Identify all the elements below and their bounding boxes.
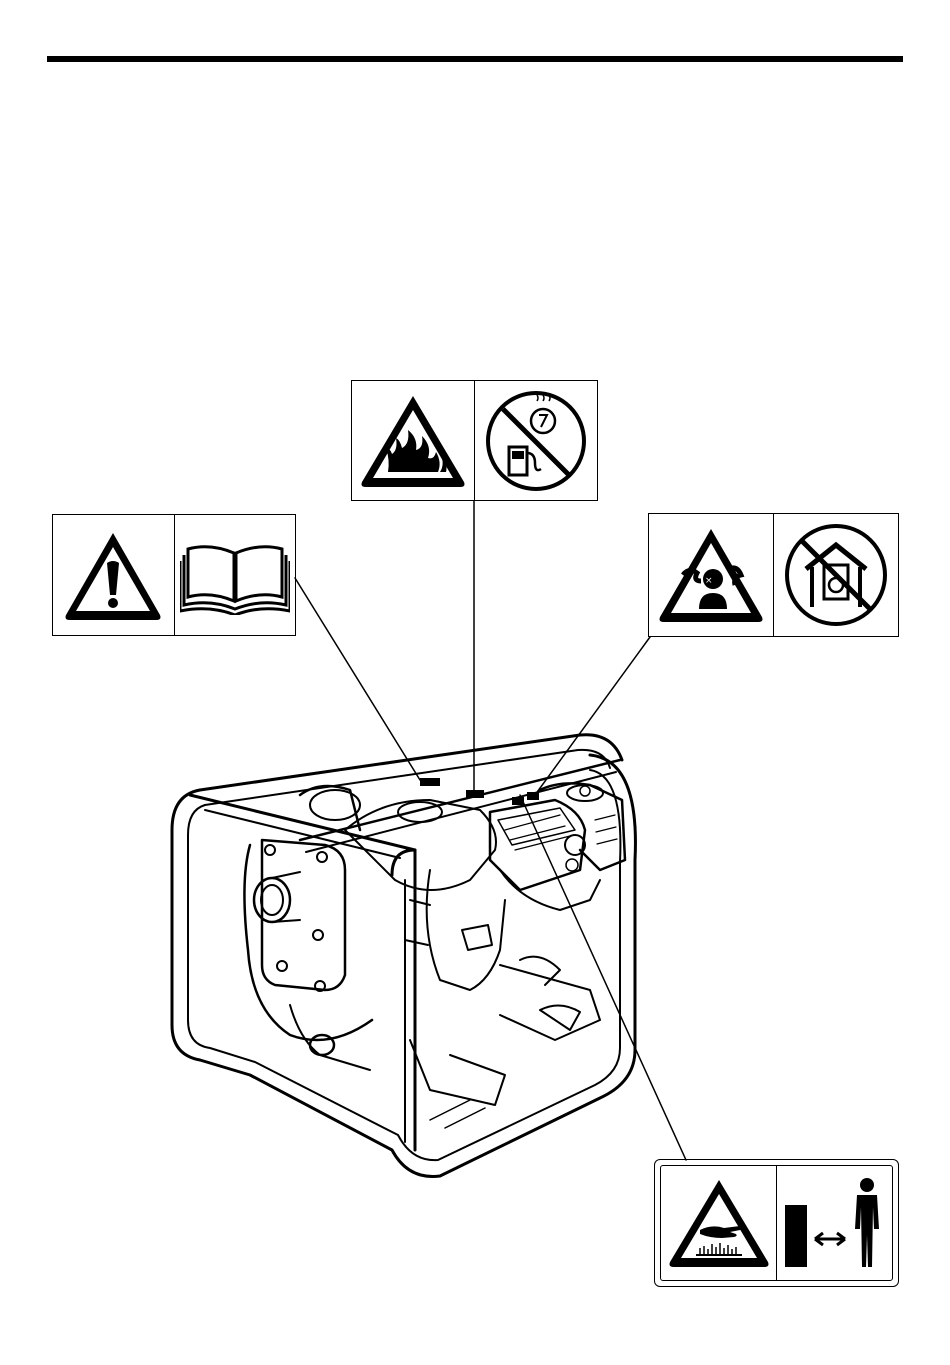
leader-line-manual: [295, 578, 420, 780]
